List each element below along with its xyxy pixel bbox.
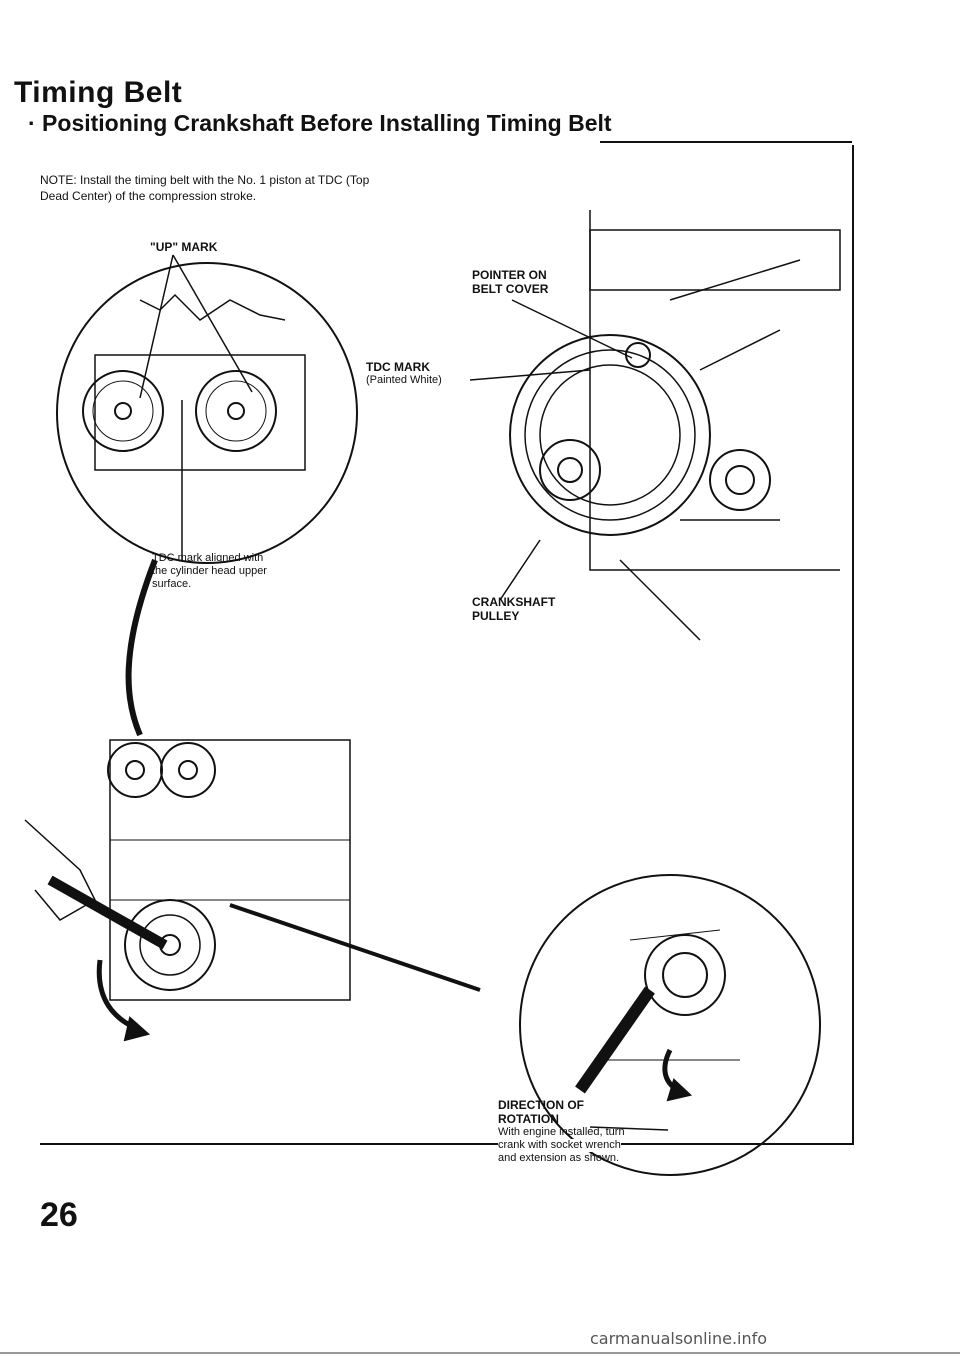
lower-cam-pulley-right	[160, 742, 216, 798]
cam-pulley-left	[82, 370, 164, 452]
pointer-label-line2: BELT COVER	[472, 282, 549, 296]
crank-pulley-outer	[509, 334, 711, 536]
direction-label-line1: DIRECTION OF	[498, 1098, 584, 1112]
lower-crank-pulley	[124, 899, 216, 991]
section-heading: · Positioning Crankshaft Before Installi…	[28, 110, 612, 136]
direction-label-line2: ROTATION	[498, 1112, 559, 1126]
tdc-aligned-line2: the cylinder head upper	[152, 565, 267, 577]
install-note: NOTE: Install the timing belt with the N…	[40, 173, 370, 203]
watermark[interactable]: carmanualsonline.info	[590, 1329, 768, 1348]
direction-text-line3: and extension as shown.	[498, 1152, 620, 1164]
pointer-label-line1: POINTER ON	[472, 268, 547, 282]
heading-rule	[600, 141, 852, 143]
cam-pulley-right	[195, 370, 277, 452]
page-number: 26	[40, 1196, 78, 1234]
page-title: Timing Belt	[14, 76, 183, 109]
tdc-aligned-line3: surface.	[152, 578, 192, 590]
crankshaft-label-line2: PULLEY	[472, 609, 520, 623]
crankshaft-label-line1: CRANKSHAFT	[472, 595, 556, 609]
camshaft-detail-circle	[56, 262, 358, 564]
footer-rule	[0, 1352, 960, 1354]
direction-text-line1: With engine installed, turn	[498, 1126, 625, 1138]
direction-text-line2: crank with socket wrench	[498, 1139, 621, 1152]
tdc-mark-label: TDC MARK	[366, 360, 430, 374]
wrench-detail-circle	[519, 874, 821, 1176]
frame-bottom-border	[40, 1143, 854, 1145]
up-mark-label: "UP" MARK	[150, 240, 218, 254]
lower-cam-pulley-left	[107, 742, 163, 798]
tdc-painted-label: (Painted White)	[366, 374, 442, 386]
tdc-aligned-line1: TDC mark aligned with	[152, 552, 264, 564]
frame-right-border	[852, 145, 854, 1145]
